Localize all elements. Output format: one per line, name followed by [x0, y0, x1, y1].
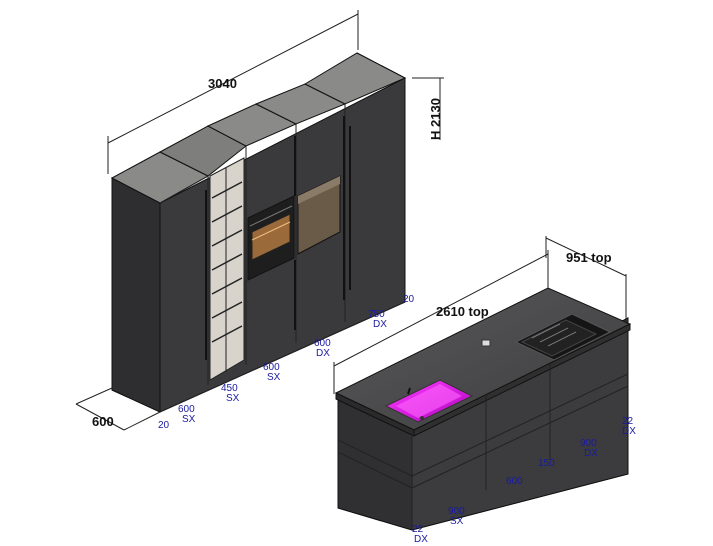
island-left-panel-side: DX — [414, 534, 428, 545]
tall-right-panel-label: 20 — [403, 294, 415, 305]
island-right-panel-width: 22 — [622, 416, 634, 427]
island — [334, 287, 632, 531]
island-module-2-width: 150 — [538, 458, 555, 469]
island-module-0-side: SX — [450, 516, 464, 527]
tall-units — [110, 52, 407, 413]
tall-module-4-width: 750 — [368, 309, 385, 320]
tall-units-width-label: 3040 — [208, 76, 237, 91]
tall-module-1-side: SX — [226, 393, 240, 404]
pantry-shelves — [211, 181, 243, 343]
tall-units-top-5 — [303, 52, 407, 105]
tall-module-2-width: 600 — [263, 362, 280, 373]
tall-module-4-side: DX — [373, 319, 387, 330]
pantry-open-module — [209, 157, 245, 381]
hob — [514, 313, 612, 361]
tall-left-panel-label: 20 — [158, 420, 170, 431]
tall-units-left-side — [111, 177, 161, 413]
island-module-1-width: 600 — [506, 476, 523, 487]
tall-units-dimensions — [75, 10, 444, 431]
tall-unit-handles — [205, 116, 351, 360]
tall-module-3-side: DX — [316, 348, 330, 359]
oven — [247, 195, 295, 281]
tall-module-3-width: 600 — [314, 338, 331, 349]
tall-module-1-width: 450 — [221, 383, 238, 394]
island-dimensions — [333, 236, 627, 394]
tall-module-0-side: SX — [182, 414, 196, 425]
tall-module-0-width: 600 — [178, 404, 195, 415]
sink — [384, 379, 474, 423]
tall-module-2-side: SX — [267, 372, 281, 383]
island-depth-label: 951 top — [566, 250, 612, 265]
island-module-3-side: DX — [584, 448, 598, 459]
island-socket — [481, 339, 491, 347]
island-module-0-width: 900 — [448, 506, 465, 517]
tall-units-height-label: H 2130 — [428, 98, 443, 140]
tall-units-depth-label: 600 — [92, 414, 114, 429]
island-module-3-width: 900 — [580, 438, 597, 449]
island-length-label: 2610 top — [436, 304, 489, 319]
island-right-panel-side: DX — [622, 426, 636, 437]
island-left-panel-width: 22 — [412, 524, 424, 535]
